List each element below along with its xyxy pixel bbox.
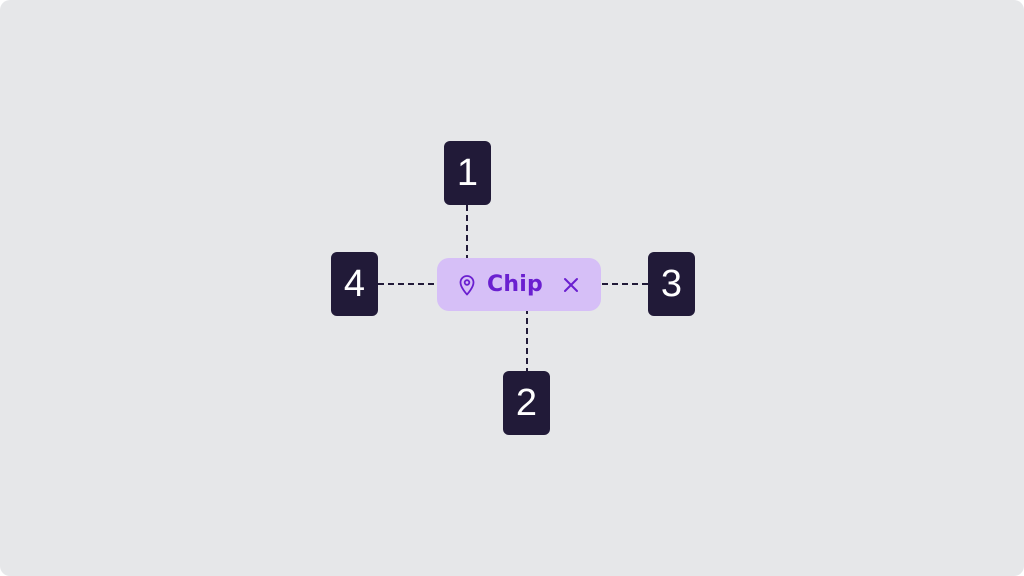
chip[interactable]: [437, 258, 601, 311]
callout-marker-leading-icon: 1: [444, 141, 491, 205]
callout-marker-container: 4: [331, 252, 378, 316]
callout-marker-trailing-icon: 3: [648, 252, 695, 316]
location-pin-icon: [459, 275, 475, 296]
close-icon[interactable]: [562, 276, 580, 294]
chip-label: Chip: [487, 272, 543, 297]
callout-marker-label: 2: [503, 371, 550, 435]
